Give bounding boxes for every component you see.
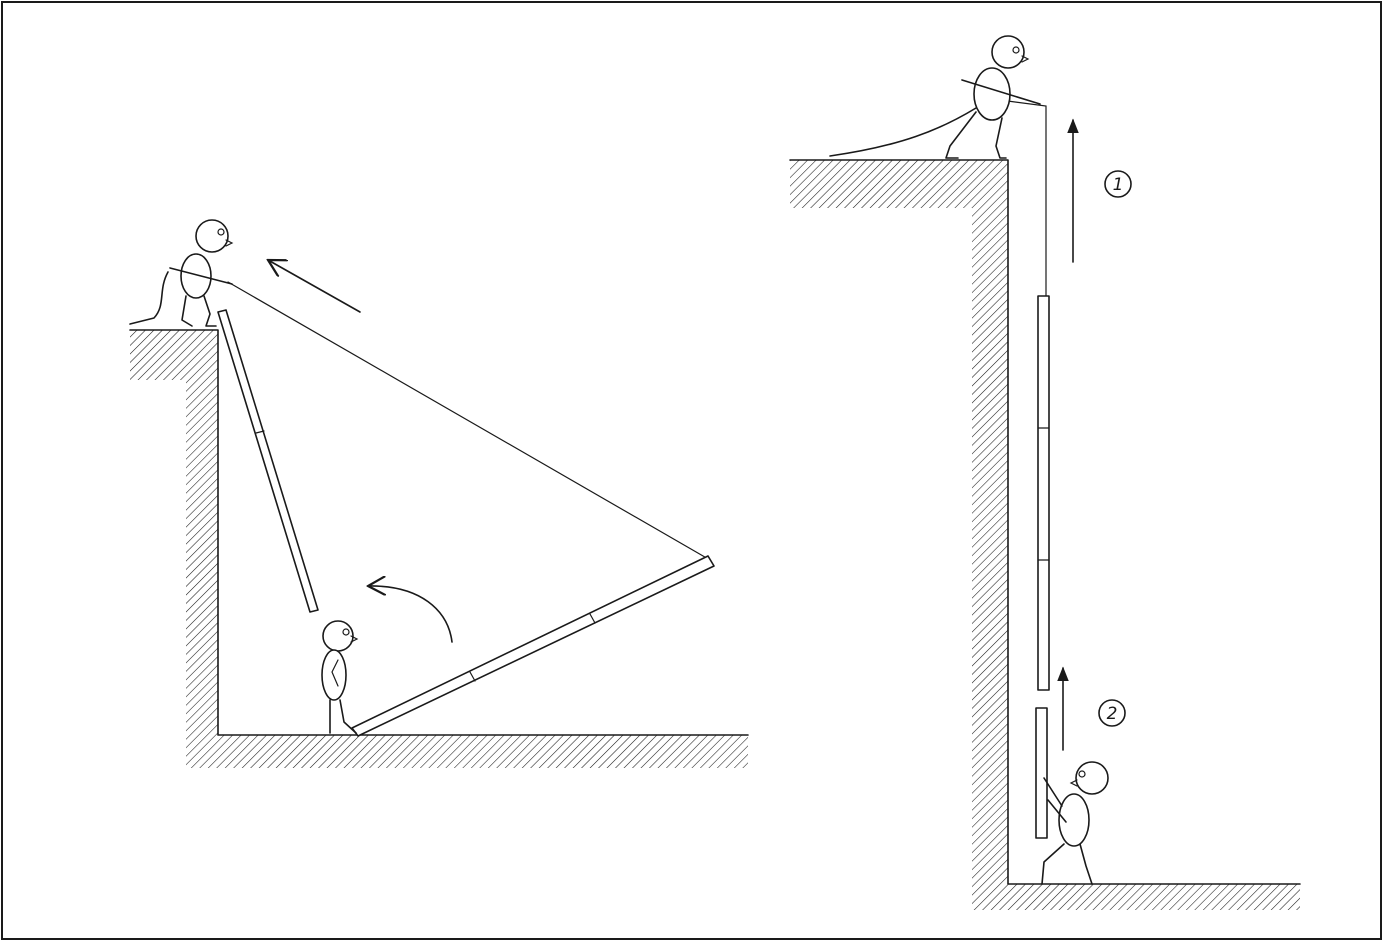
svg-text:1: 1 bbox=[1113, 175, 1124, 195]
person-bottom-right bbox=[1041, 761, 1109, 885]
person-bottom-left bbox=[321, 620, 359, 734]
rope-right bbox=[999, 99, 1047, 299]
left-scene bbox=[129, 219, 749, 768]
rope-upper bbox=[227, 281, 711, 561]
person-top-left bbox=[129, 219, 234, 327]
lower-ladder-section bbox=[1035, 707, 1048, 839]
hanging-ladder bbox=[217, 309, 319, 613]
right-scene: 1 2 bbox=[789, 35, 1301, 910]
pull-arrow-left bbox=[268, 260, 361, 313]
person-top-right bbox=[829, 35, 1041, 159]
hoisted-ladder bbox=[1037, 295, 1050, 691]
step-label-2: 2 bbox=[1098, 699, 1126, 727]
floor-ladder bbox=[351, 555, 715, 737]
rotate-arrow bbox=[368, 586, 453, 643]
right-wall-edge bbox=[789, 159, 1301, 885]
step-label-1: 1 bbox=[1104, 170, 1132, 198]
left-wall-edge bbox=[129, 329, 749, 736]
svg-text:2: 2 bbox=[1107, 704, 1118, 724]
left-wall-hatch bbox=[130, 330, 748, 768]
